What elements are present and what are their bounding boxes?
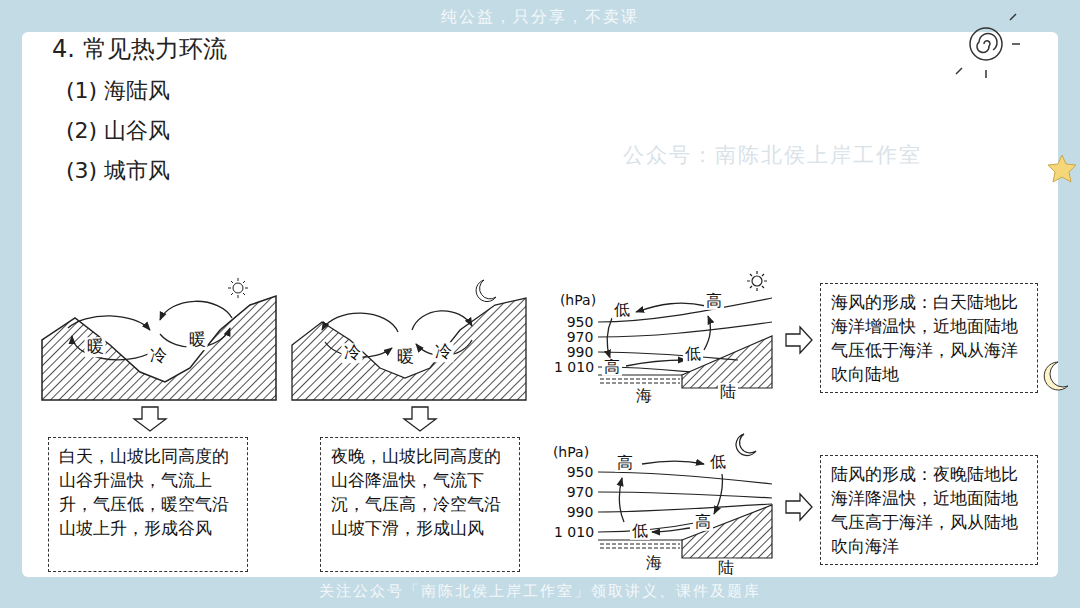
surface-label: 海 [644,554,664,572]
note-text: 陆风的形成：夜晚陆地比海洋降温快，近地面陆地气压高于海洋，风从陆地吹向海洋 [831,462,1027,558]
note-box: 白天，山坡比同高度的山谷升温快，气流上升，气压低，暖空气沿山坡上升，形成谷风 [48,437,248,572]
sea-breeze-figure [598,271,812,388]
unit-label: (hPa) [558,292,598,308]
isobar-value: 1 010 [552,524,596,540]
note-text: 海风的形成：白天陆地比海洋增温快，近地面陆地气压低于海洋，风从海洋吹向陆地 [831,290,1027,386]
isobar-value: 990 [565,344,596,360]
pressure-label: 低 [612,301,632,319]
air-label: 冷 [433,342,454,362]
pressure-label: 低 [708,453,728,471]
pressure-label: 高 [602,358,622,376]
star-deco [1048,155,1076,182]
moon-deco [1044,362,1068,390]
air-label: 暖 [85,337,106,357]
note-box: 陆风的形成：夜晚陆地比海洋降温快，近地面陆地气压高于海洋，风从陆地吹向海洋 [820,455,1038,565]
valley-day-figure [42,278,276,431]
list-item: (1) 海陆风 [66,78,170,103]
surface-label: 海 [634,387,654,405]
isobar-value: 990 [565,504,596,520]
pressure-label: 低 [683,345,703,363]
note-box: 海风的形成：白天陆地比海洋增温快，近地面陆地气压低于海洋，风从海洋吹向陆地 [820,283,1038,393]
footer-note: 关注公众号「南陈北侯上岸工作室」领取讲义、课件及题库 [319,583,761,600]
watermark: 纯公益，只分享，不卖课 [441,8,639,26]
watermark: 公众号：南陈北侯上岸工作室 [623,143,922,167]
isobar-value: 970 [565,329,596,345]
surface-label: 陆 [716,559,736,577]
spiral-sun-deco [956,14,1020,78]
pressure-label: 低 [630,522,650,540]
slide-title: 4. 常见热力环流 [52,36,227,64]
note-box: 夜晚，山坡比同高度的山谷降温快，气流下沉，气压高，冷空气沿山坡下滑，形成山风 [320,437,520,572]
list-item: (3) 城市风 [66,158,170,183]
note-text: 夜晚，山坡比同高度的山谷降温快，气流下沉，气压高，冷空气沿山坡下滑，形成山风 [331,444,509,540]
unit-label: (hPa) [551,444,591,460]
air-label: 暖 [187,330,208,350]
air-label: 冷 [148,346,169,366]
air-label: 暖 [395,347,416,367]
note-text: 白天，山坡比同高度的山谷升温快，气流上升，气压低，暖空气沿山坡上升，形成谷风 [59,444,237,540]
land-breeze-figure [598,434,812,558]
isobar-value: 950 [565,314,596,330]
pressure-label: 高 [693,513,713,531]
valley-night-figure [292,280,526,431]
isobar-value: 950 [565,464,596,480]
pressure-label: 高 [704,292,724,310]
isobar-value: 970 [565,484,596,500]
list-item: (2) 山谷风 [66,118,170,143]
air-label: 冷 [342,343,363,363]
pressure-label: 高 [615,454,635,472]
surface-label: 陆 [718,383,738,401]
isobar-value: 1 010 [552,359,596,375]
